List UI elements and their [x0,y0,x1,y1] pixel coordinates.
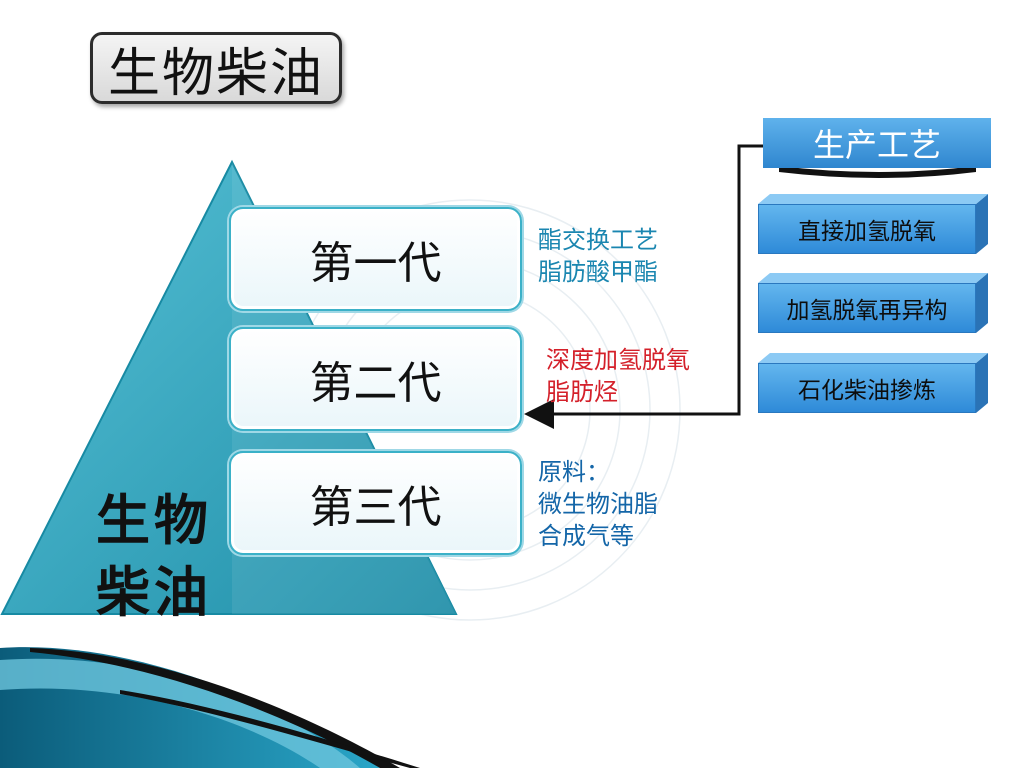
generation-1-note: 酯交换工艺 脂肪酸甲酯 [538,224,658,288]
process-item-hdo-isomerization: 加氢脱氧再异构 [758,283,976,333]
generation-3-note: 原料： 微生物油脂 合成气等 [538,456,658,552]
page-title: 生物柴油 [90,32,342,104]
generation-1-note-line: 脂肪酸甲酯 [538,258,658,286]
connector-arrow [524,144,763,429]
process-header: 生产工艺 [763,118,991,168]
generation-3-box: 第三代 [229,451,522,555]
generation-1-note-line: 酯交换工艺 [538,226,658,254]
generation-2-box: 第二代 [229,327,522,431]
pyramid-label-line2: 柴油 [96,561,212,624]
header-underline [779,166,976,178]
pyramid-label-line1: 生物 [96,489,212,552]
process-box-tops [758,194,988,363]
process-item-direct-hdo: 直接加氢脱氧 [758,204,976,254]
process-box-sides [976,194,988,413]
generation-3-note-line: 合成气等 [538,522,634,550]
generation-3-note-line: 微生物油脂 [538,490,658,518]
process-item-coprocessing: 石化柴油掺炼 [758,363,976,413]
generation-2-note-line: 深度加氢脱氧 [546,346,690,374]
generation-2-note: 深度加氢脱氧 脂肪烃 [546,344,690,408]
generation-2-note-line: 脂肪烃 [546,378,618,406]
generation-3-note-line: 原料： [538,458,610,486]
generation-1-box: 第一代 [229,207,522,311]
decorative-swoosh [0,647,420,768]
